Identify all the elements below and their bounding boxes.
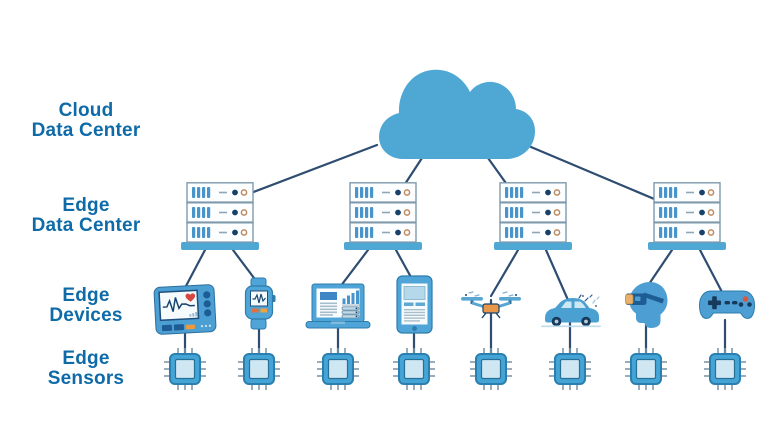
chip-icon [703, 347, 747, 391]
smartphone-icon [396, 275, 433, 334]
drone-icon [461, 291, 521, 319]
connection-line [338, 248, 370, 289]
chip-icon [237, 347, 281, 391]
chip-icon [548, 347, 592, 391]
connection-line [486, 156, 510, 188]
server-rack-icon [343, 182, 423, 251]
smartwatch-icon [244, 277, 276, 330]
server-rack-icon [180, 182, 260, 251]
server-rack-icon [493, 182, 573, 251]
connection-line [544, 248, 570, 302]
label-line: Edge [62, 195, 110, 216]
connection-line [489, 248, 520, 298]
label-line: Edge [62, 348, 110, 369]
connection-line [529, 145, 661, 203]
connection-line [249, 143, 379, 195]
connection-line [394, 248, 414, 281]
label-line: Cloud [58, 100, 114, 121]
connection-line [403, 156, 424, 186]
chip-icon [469, 347, 513, 391]
chip-icon [624, 347, 668, 391]
chip-icon [163, 347, 207, 391]
label-cloud-data-center: Cloud Data Center [6, 101, 166, 140]
label-edge-sensors: Edge Sensors [6, 349, 166, 388]
chip-icon [392, 347, 436, 391]
connection-line [698, 248, 724, 294]
label-edge-devices: Edge Devices [6, 286, 166, 325]
connection-line [231, 248, 259, 284]
connection-line [184, 248, 207, 288]
connected-car-icon [541, 294, 601, 328]
chip-icon [316, 347, 360, 391]
patient-monitor-icon [153, 284, 217, 335]
game-controller-icon [698, 290, 756, 320]
label-line: Devices [49, 304, 123, 326]
connection-line [645, 248, 674, 289]
label-line: Edge [62, 285, 110, 306]
label-edge-data-center: Edge Data Center [6, 196, 166, 235]
server-rack-icon [647, 182, 727, 251]
cloud-icon [379, 69, 535, 159]
label-line: Data Center [31, 119, 141, 141]
vr-headset-icon [625, 282, 668, 328]
label-line: Sensors [47, 367, 125, 389]
laptop-icon [305, 283, 371, 329]
label-line: Data Center [31, 214, 141, 236]
